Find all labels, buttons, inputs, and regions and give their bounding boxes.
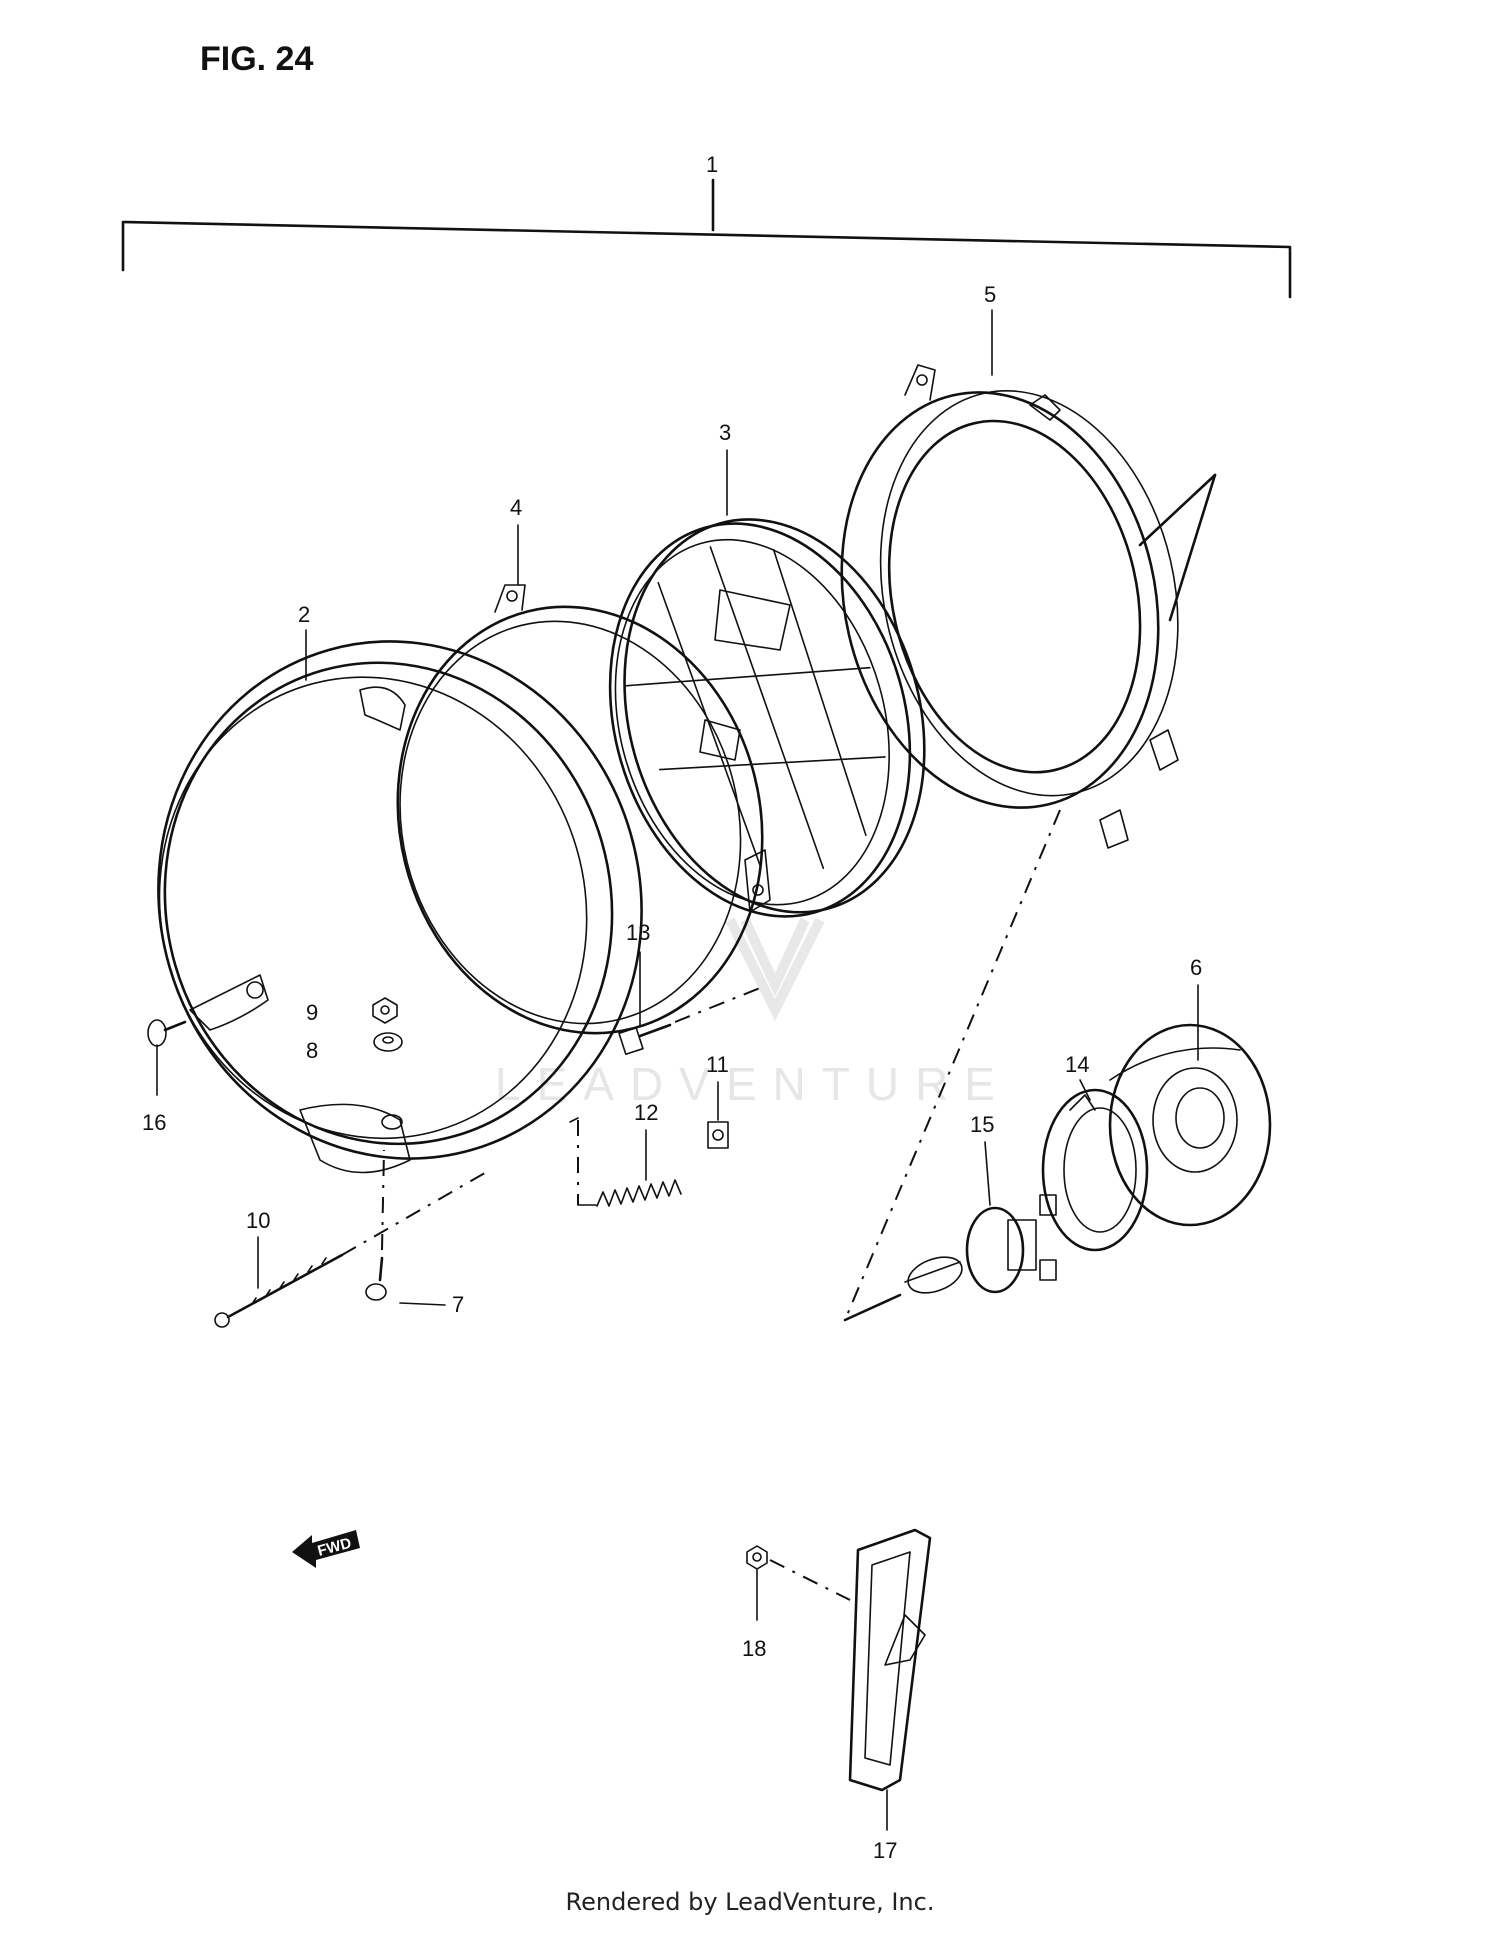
side-reflector <box>848 1528 932 1792</box>
figure-title: FIG. 24 <box>200 40 313 78</box>
callout-13: 13 <box>626 920 650 945</box>
screw-7 <box>365 1149 387 1301</box>
callout-labels: 1 2 3 4 5 6 7 8 9 10 11 12 13 14 15 16 1… <box>142 152 1202 1863</box>
adjusting-screw <box>214 1169 491 1328</box>
adjusting-bolt <box>618 987 761 1056</box>
nut-9 <box>372 997 398 1024</box>
mounting-ring-tab <box>494 584 771 913</box>
callout-5: 5 <box>984 282 996 307</box>
headlight-housing <box>840 390 1179 809</box>
reflector-nut <box>746 1545 851 1601</box>
callout-11: 11 <box>706 1052 729 1077</box>
callout-1: 1 <box>706 152 718 177</box>
callout-3: 3 <box>719 420 731 445</box>
housing-tabs <box>904 364 1179 849</box>
washer-8 <box>373 1032 403 1052</box>
callout-12: 12 <box>634 1100 658 1125</box>
adjusting-spring <box>569 1117 682 1207</box>
callout-2: 2 <box>298 602 310 627</box>
callout-14: 14 <box>1065 1052 1089 1077</box>
svg-text:LEADVENTURE: LEADVENTURE <box>495 1058 1011 1110</box>
forward-direction-arrow: FWD <box>292 1530 360 1568</box>
assembly-bracket <box>121 178 1292 299</box>
sealed-beam-unit <box>608 518 926 918</box>
callout-4: 4 <box>510 495 522 520</box>
socket-cover <box>1108 1023 1272 1227</box>
footer-credit: Rendered by LeadVenture, Inc. <box>565 1888 935 1916</box>
headlight-rim <box>157 640 643 1160</box>
callout-10: 10 <box>246 1208 270 1233</box>
leadventure-watermark: LEADVENTURE <box>495 917 1011 1110</box>
leader-lines <box>156 309 1199 1831</box>
bulb-holder <box>1041 1088 1149 1252</box>
callout-6: 6 <box>1190 955 1202 980</box>
svg-text:FWD: FWD <box>316 1535 354 1560</box>
rim-screw <box>147 1019 187 1047</box>
callout-18: 18 <box>742 1636 766 1661</box>
clip-nut <box>707 1121 729 1149</box>
callout-17: 17 <box>873 1838 897 1863</box>
rim-lower-bracket <box>189 686 411 1174</box>
leader-housing-socket <box>843 473 1217 1322</box>
callout-9: 9 <box>306 1000 318 1025</box>
callout-8: 8 <box>306 1038 318 1063</box>
headlight-bulb <box>904 1194 1057 1294</box>
callout-7: 7 <box>452 1292 464 1317</box>
beam-lens-detail <box>699 589 791 761</box>
callout-16: 16 <box>142 1110 166 1135</box>
callout-15: 15 <box>970 1112 994 1137</box>
